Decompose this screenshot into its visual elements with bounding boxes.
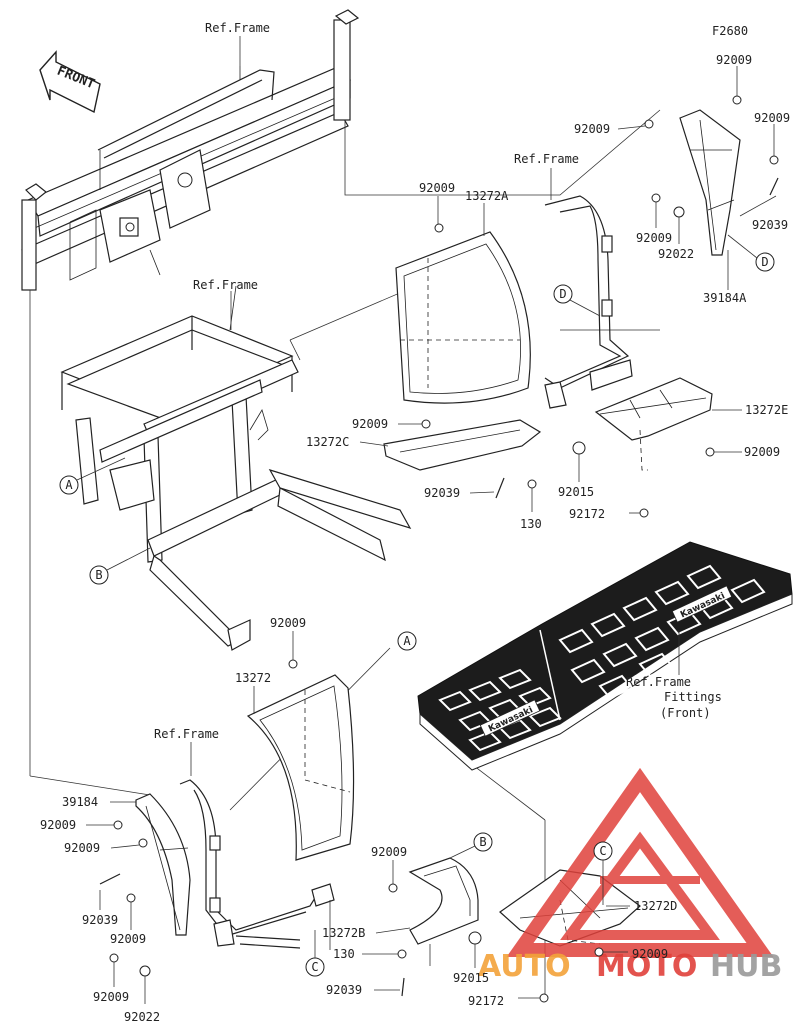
label-13272: 13272 <box>235 671 271 685</box>
callout-c-left: C <box>305 930 325 977</box>
label-92009-c: 92009 <box>754 111 790 125</box>
label-92009-e: 92009 <box>419 181 455 195</box>
guard-39184 <box>135 793 191 936</box>
front-arrow-icon: FRONT <box>39 50 101 114</box>
frame-bracket-lower <box>179 779 335 950</box>
label-92039-b: 92039 <box>424 486 460 500</box>
watermark-text-2: MOTO <box>596 949 697 984</box>
label-92039-d: 92039 <box>326 983 362 997</box>
label-92022-b: 92022 <box>124 1010 160 1024</box>
floor-mat: Kawasaki Kawasaki <box>417 541 793 771</box>
callout-c-right: C <box>593 841 613 905</box>
label-92009-h: 92009 <box>270 616 306 630</box>
label-ref-frame-right: Ref.Frame <box>514 152 579 166</box>
callout-a-top: A <box>59 457 126 495</box>
label-39184: 39184 <box>62 795 98 809</box>
label-92009-n: 92009 <box>632 947 668 961</box>
label-13272e: 13272E <box>745 403 788 417</box>
label-13272c: 13272C <box>306 435 349 449</box>
guard-39184a <box>679 109 741 256</box>
callout-d-lower: D <box>553 284 601 317</box>
svg-text:B: B <box>95 568 102 582</box>
figure-code: F2680 <box>712 24 748 38</box>
label-92022-a: 92022 <box>658 247 694 261</box>
label-13272b: 13272B <box>322 926 365 940</box>
watermark-text-3: HUB <box>710 949 782 984</box>
label-92009-l: 92009 <box>93 990 129 1004</box>
panel-13272b <box>408 857 479 966</box>
label-92009-j: 92009 <box>64 841 100 855</box>
frame-bracket-d <box>544 195 633 409</box>
label-92009-d: 92009 <box>636 231 672 245</box>
label-92039-a: 92039 <box>752 218 788 232</box>
panel-13272e <box>594 377 713 471</box>
label-130-b: 130 <box>333 947 355 961</box>
label-13272a: 13272A <box>465 189 509 203</box>
watermark-logo <box>506 767 774 957</box>
svg-text:C: C <box>599 844 606 858</box>
label-ref-frame-lower: Ref.Frame <box>154 727 219 741</box>
label-92009-f: 92009 <box>352 417 388 431</box>
front-frame-assembly <box>21 9 360 291</box>
label-92015-a: 92015 <box>558 485 594 499</box>
svg-text:A: A <box>403 634 411 648</box>
cable-tie-icon <box>99 177 779 997</box>
label-ref-frame-mid: Ref.Frame <box>193 278 258 292</box>
callout-b-lower: B <box>449 832 493 859</box>
label-130-a: 130 <box>520 517 542 531</box>
label-92009-m: 92009 <box>371 845 407 859</box>
label-92009-a: 92009 <box>716 53 752 67</box>
svg-text:D: D <box>761 255 768 269</box>
leader-lines <box>86 36 777 1004</box>
svg-text:B: B <box>479 835 486 849</box>
label-ref-frame-top: Ref.Frame <box>205 21 270 35</box>
callout-b-top: B <box>89 547 151 585</box>
svg-text:C: C <box>311 960 318 974</box>
label-ref-frame-fittings-3: (Front) <box>660 706 711 720</box>
label-92172-a: 92172 <box>569 507 605 521</box>
label-92015-b: 92015 <box>453 971 489 985</box>
label-92009-g: 92009 <box>744 445 780 459</box>
panel-13272 <box>246 674 355 861</box>
svg-text:D: D <box>559 287 566 301</box>
bolt-icon <box>109 95 779 1003</box>
panel-13272a <box>395 231 531 404</box>
chassis-cage <box>60 285 412 651</box>
label-13272d: 13272D <box>634 899 677 913</box>
label-39184a: 39184A <box>703 291 747 305</box>
label-ref-frame-fittings-1: Ref.Frame <box>626 675 691 689</box>
watermark-text-1: AUTO <box>478 949 571 984</box>
ref-line-left-foot <box>29 775 151 796</box>
svg-text:A: A <box>65 478 73 492</box>
callout-d-upper: D <box>727 234 775 272</box>
callout-a-lower: A <box>397 631 417 651</box>
label-92009-i: 92009 <box>40 818 76 832</box>
label-92172-b: 92172 <box>468 994 504 1008</box>
label-92039-c: 92039 <box>82 913 118 927</box>
label-92009-k: 92009 <box>110 932 146 946</box>
label-92009-b: 92009 <box>574 122 610 136</box>
label-ref-frame-fittings-2: Fittings <box>664 690 722 704</box>
ref-line-top <box>344 109 661 196</box>
panel-13272c <box>383 419 542 471</box>
